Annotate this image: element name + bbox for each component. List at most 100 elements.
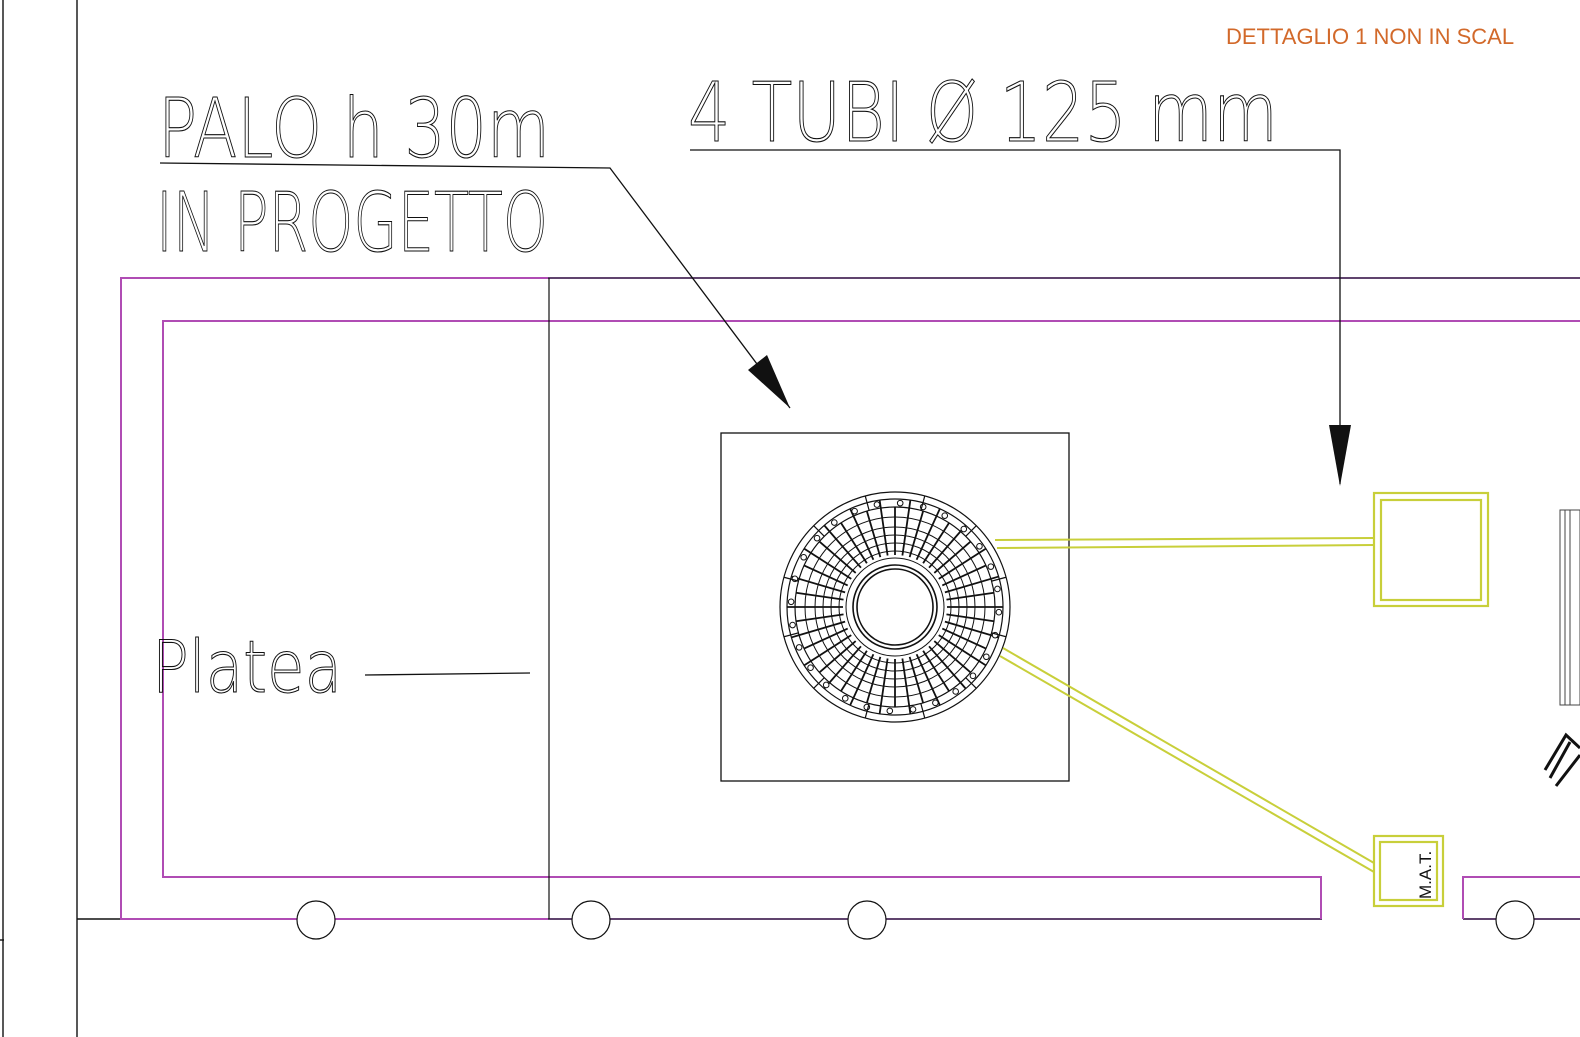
- base-rib: [791, 575, 846, 594]
- bolt-hole: [896, 499, 904, 507]
- flange-spoke: [813, 677, 825, 689]
- base-rib: [941, 627, 987, 650]
- base-rib: [823, 524, 862, 569]
- base-rib: [922, 650, 950, 692]
- flange-spoke: [864, 495, 870, 511]
- arrowheads: [748, 355, 1351, 486]
- base-rib: [915, 508, 941, 561]
- base-rib: [933, 540, 972, 574]
- detail-title: DETTAGLIO 1 NON IN SCAL: [1226, 24, 1515, 49]
- pipes-label: 4 TUBI Ø 125 mm: [688, 66, 1278, 161]
- base-rib: [823, 645, 862, 690]
- bolt-hole: [909, 706, 917, 713]
- pole-base: [779, 491, 1011, 723]
- leader-lines: [159, 149, 1341, 676]
- base-rib: [803, 627, 849, 650]
- bolt-hole: [969, 672, 977, 680]
- flange-spoke: [783, 632, 799, 638]
- bolt-hole: [851, 507, 858, 515]
- base-rib: [908, 656, 925, 704]
- flange-spoke: [920, 703, 926, 719]
- bolt-hole: [994, 585, 1001, 593]
- base-rib: [840, 650, 868, 692]
- mat-label: M.A.T.: [1416, 851, 1435, 899]
- bolt-hole: [976, 543, 983, 550]
- base-rib: [803, 564, 849, 587]
- base-rib: [878, 658, 889, 715]
- site-boundary: [120, 277, 1580, 920]
- base-rib: [803, 634, 852, 667]
- base-rib: [933, 640, 972, 674]
- bolt-hole: [789, 621, 796, 629]
- flange-spoke: [965, 677, 977, 689]
- bolt-hole: [995, 608, 1003, 616]
- base-rib: [901, 658, 912, 715]
- inspection-pit: [1372, 491, 1490, 608]
- base-rib: [944, 575, 999, 594]
- base-rib: [865, 510, 882, 558]
- flange-spoke: [920, 495, 926, 511]
- base-rib: [941, 564, 987, 587]
- base-rib: [922, 522, 950, 564]
- base-rib: [938, 634, 987, 667]
- base-rib: [849, 653, 875, 706]
- bolt-hole: [795, 644, 803, 651]
- fence-post: [296, 900, 336, 940]
- base-rib: [840, 522, 868, 564]
- bolt-hole: [960, 525, 968, 533]
- base-rib: [915, 653, 941, 706]
- base-rib: [938, 547, 987, 580]
- base-ring: [830, 542, 960, 672]
- frame-lines: [0, 0, 120, 1037]
- bolt-hole: [983, 653, 990, 661]
- base-rib: [849, 508, 875, 561]
- bolt-hole: [873, 501, 881, 508]
- fence-post: [571, 900, 611, 940]
- base-rib: [795, 613, 844, 623]
- base-rib: [818, 640, 857, 674]
- bolt-hole: [952, 688, 959, 695]
- flange-spoke: [783, 576, 799, 582]
- base-ring: [838, 550, 952, 664]
- bolt-hole: [886, 707, 894, 715]
- flange-spoke: [991, 632, 1007, 638]
- base-ring: [779, 491, 1011, 723]
- cable-ducts: [994, 537, 1375, 873]
- bolt-hole: [822, 681, 830, 689]
- base-rib: [946, 591, 995, 601]
- base-rib: [901, 499, 912, 556]
- flange-spoke: [813, 525, 825, 537]
- bolt-hole: [987, 563, 995, 570]
- bolt-hole: [831, 519, 838, 526]
- fence-post: [1495, 900, 1535, 940]
- base-rib: [908, 510, 925, 558]
- base-rib: [928, 645, 967, 690]
- bolt-hole: [932, 699, 939, 707]
- flange-spoke: [965, 525, 977, 537]
- pole-label-line1: PALO h 30m: [158, 82, 550, 177]
- base-ring: [845, 557, 945, 657]
- base-rib: [878, 499, 889, 556]
- base-rib: [795, 591, 844, 601]
- partial-equipment: [1543, 509, 1580, 787]
- fence-post: [847, 900, 887, 940]
- pole-shaft-ring: [856, 568, 934, 646]
- bolt-hole: [813, 534, 821, 542]
- base-rib: [944, 620, 999, 639]
- base-ring: [822, 534, 968, 680]
- slab-label: Platea: [152, 625, 342, 709]
- flange-spoke: [864, 703, 870, 719]
- pole-label-line2: IN PROGETTO: [156, 176, 548, 271]
- base-rib: [865, 656, 882, 704]
- pole-foundation: [720, 432, 1070, 782]
- base-rib: [946, 613, 995, 623]
- base-rib: [928, 524, 967, 569]
- bolt-hole: [807, 664, 814, 671]
- flange-spoke: [991, 576, 1007, 582]
- fence-posts: [296, 900, 1535, 940]
- base-rib: [791, 620, 846, 639]
- pole-shaft-ring: [852, 564, 938, 650]
- bolt-hole: [841, 695, 849, 702]
- bolt-hole: [941, 512, 949, 519]
